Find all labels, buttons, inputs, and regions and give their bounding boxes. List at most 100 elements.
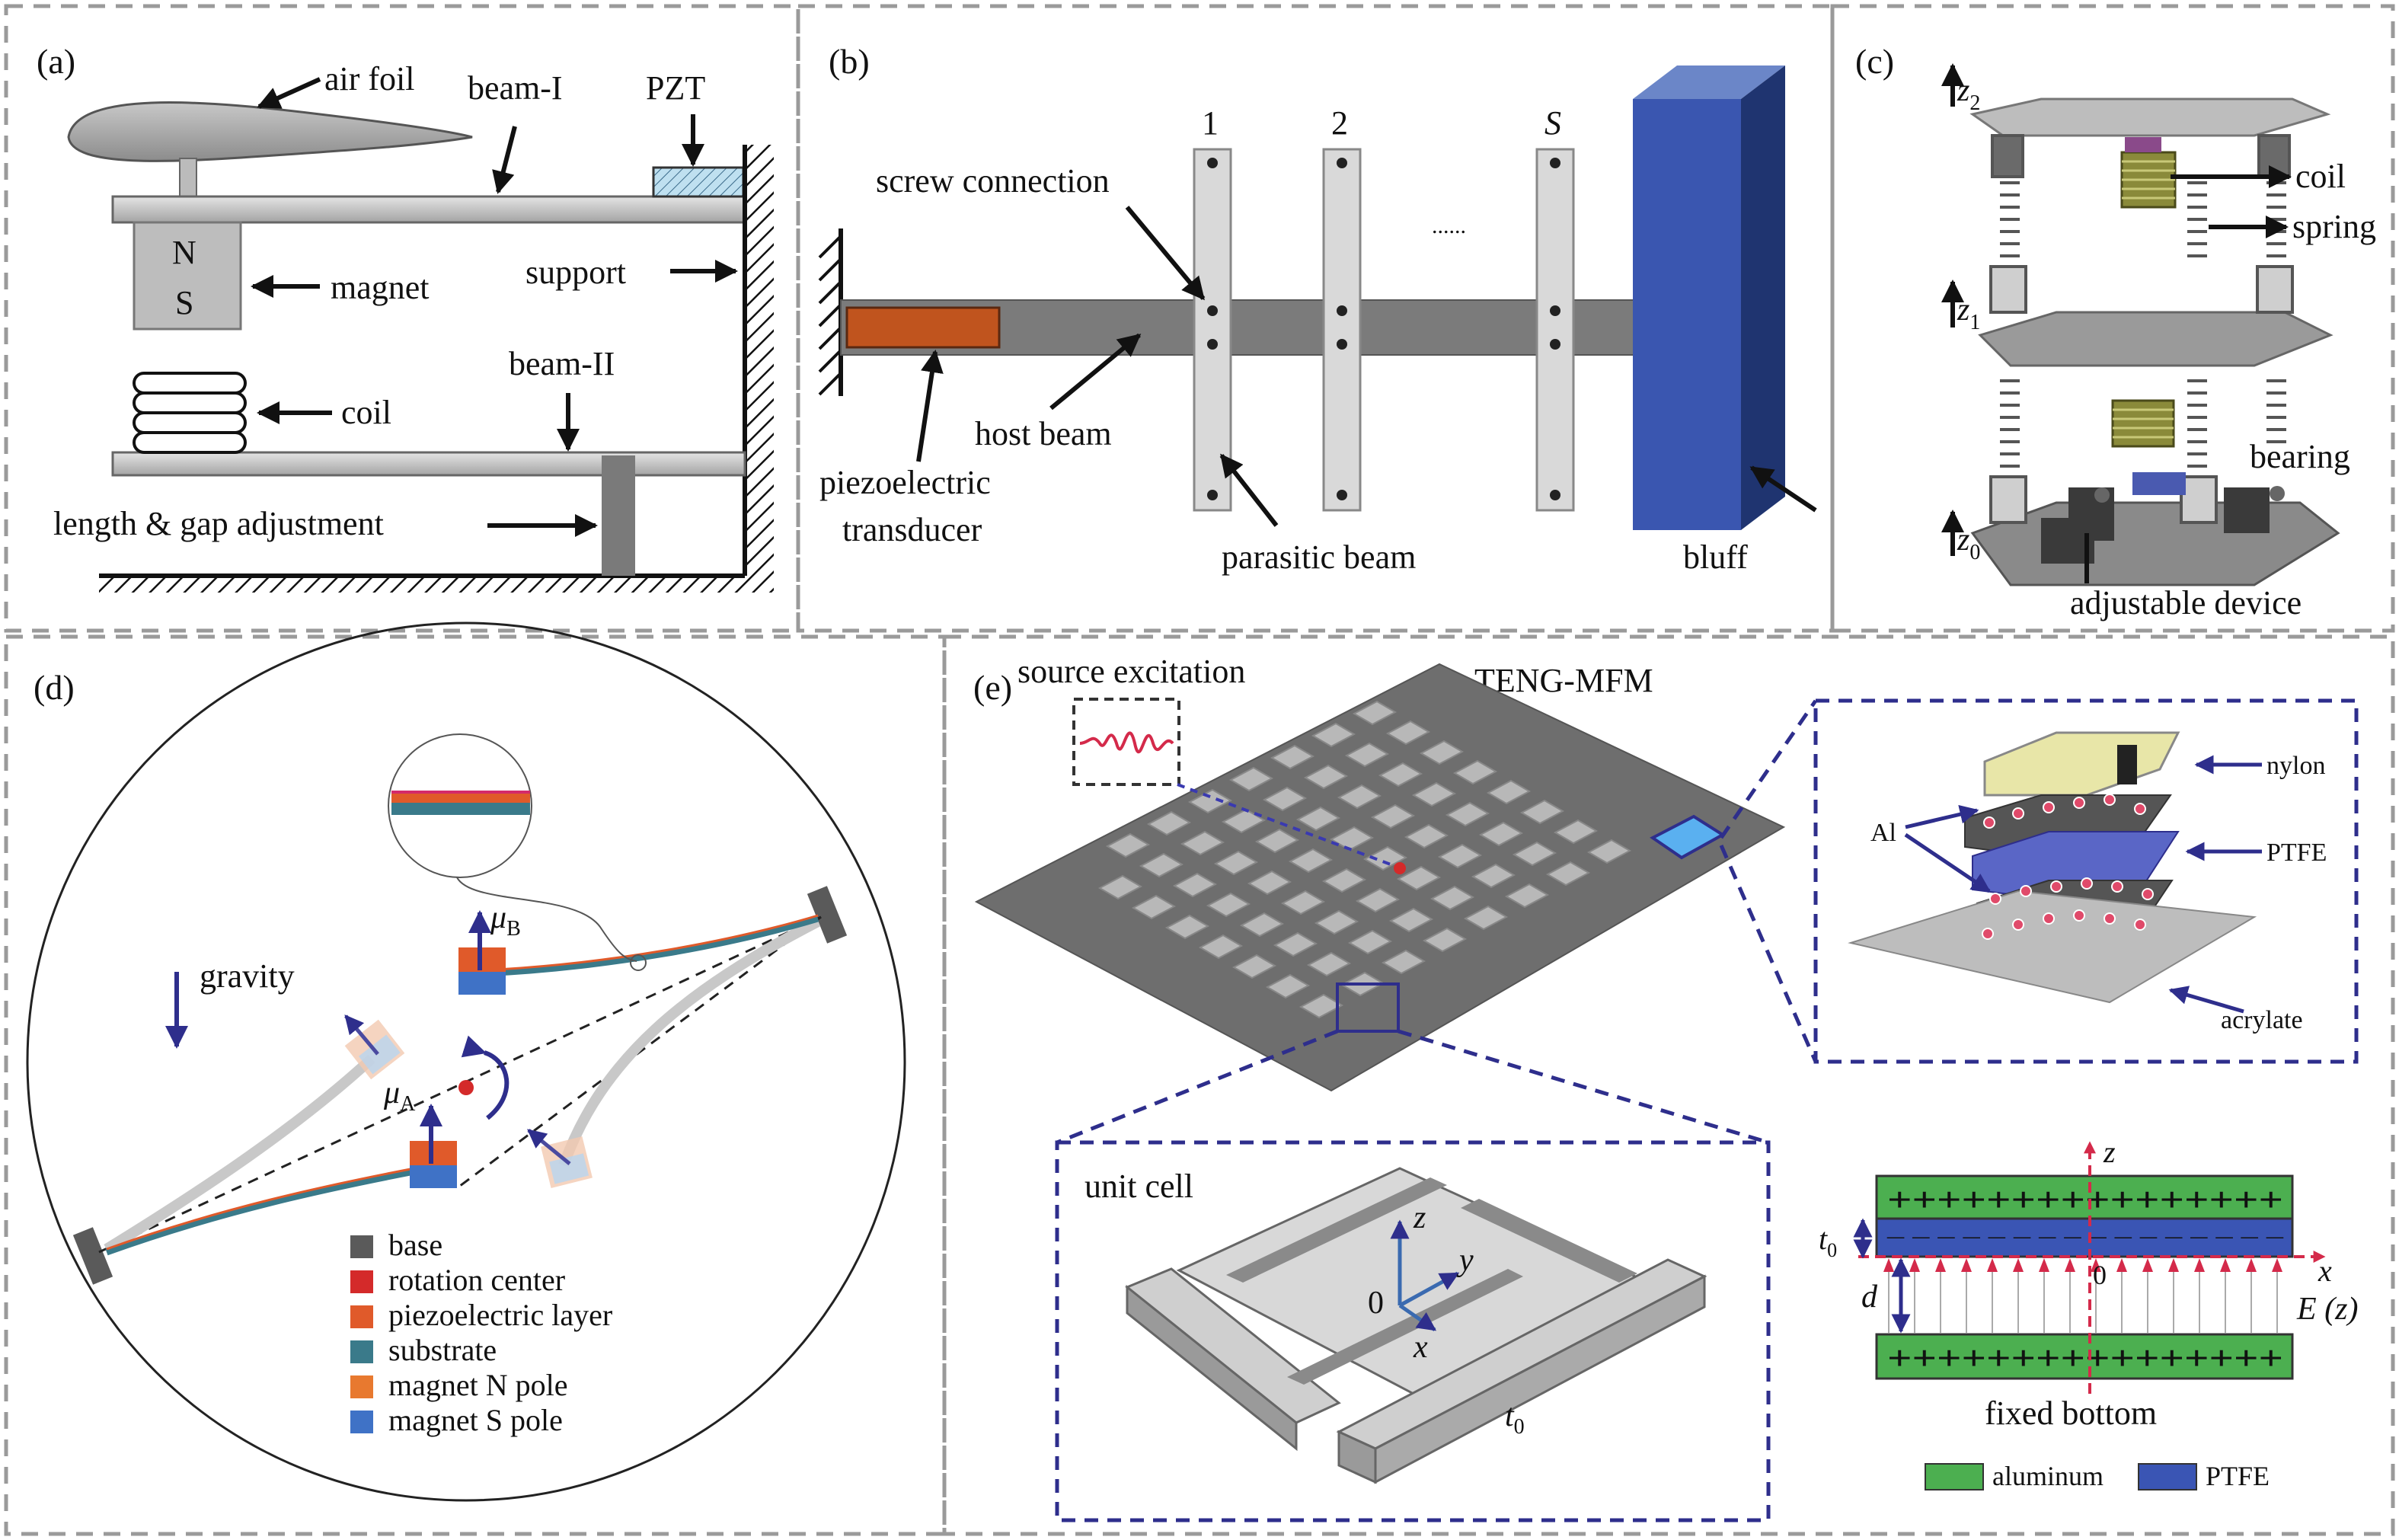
axis-z-label: z: [1413, 1200, 1426, 1235]
acrylate-label: acrylate: [2221, 1006, 2303, 1034]
pin-dot: [2142, 888, 2154, 900]
pin-dot: [2043, 912, 2055, 925]
minus-row: – – – – – – – – – – – – – – – –: [1886, 1223, 2285, 1248]
legend-label-1: rotation center: [388, 1263, 565, 1297]
legend-label-4: magnet N pole: [388, 1368, 568, 1402]
field-arrowhead: [2142, 1258, 2153, 1272]
pin-dot: [2134, 919, 2146, 931]
plate-cell: [1586, 839, 1632, 864]
field-arrowhead: [2039, 1258, 2049, 1272]
beam-b: [482, 915, 819, 977]
excitation-line: [1177, 783, 1398, 868]
legend-swatch-0: [350, 1235, 373, 1258]
magnifier-circle: [388, 733, 532, 878]
adjustment-label: length & gap adjustment: [53, 505, 384, 542]
plate-cell: [1097, 874, 1143, 900]
parasitic-beam-1: [1193, 148, 1232, 512]
plate-cell: [1512, 841, 1557, 867]
support-wall: [745, 145, 774, 589]
aluminum-top-layer: [1875, 1174, 2294, 1220]
ptfe-layer: [1875, 1217, 2294, 1258]
beam-index-s: S: [1544, 104, 1561, 142]
field-arrowhead: [1935, 1258, 1946, 1272]
unit-cell-axes: [1390, 1219, 1460, 1332]
plate-cell: [1452, 759, 1498, 785]
plate-cell: [1362, 845, 1408, 871]
plate-cell: [1396, 865, 1442, 891]
field-arrowhead: [2194, 1258, 2205, 1272]
rotation-center: [458, 1080, 474, 1095]
diagonal-line: [98, 915, 822, 1254]
beam-a: [105, 1168, 415, 1256]
plate-cell: [1299, 993, 1344, 1019]
coil-stacks: [2111, 137, 2186, 495]
panel-e: (e) source excitation TENG-MFM nylon Al …: [973, 653, 2359, 1522]
pin-dot: [2020, 885, 2032, 897]
plus-row-top: ++++++++++++++++: [1887, 1181, 2283, 1219]
plate-cell: [1422, 927, 1468, 953]
plate-cell: [1180, 830, 1225, 856]
mu-b-label: μB: [490, 900, 521, 941]
plate-cell: [1504, 883, 1550, 909]
host-beam-label: host beam: [975, 415, 1112, 452]
pzt-label: PZT: [646, 69, 705, 107]
pin-dot: [2111, 880, 2123, 893]
cs-e-label: E (z): [2296, 1292, 2358, 1327]
plate-cell: [1295, 806, 1341, 832]
plate-middle: [1978, 311, 2334, 367]
panel-b: (b) 1 2 S ......: [818, 42, 1817, 576]
panel-d: (d): [26, 621, 906, 1502]
pin-dot: [1983, 816, 1995, 829]
plate-cell: [1545, 861, 1591, 887]
field-arrowhead: [1883, 1258, 1894, 1272]
plate-cell: [1388, 907, 1434, 933]
legend-ptfe-label: PTFE: [2206, 1461, 2270, 1491]
field-arrowhead: [2220, 1258, 2231, 1272]
legend-swatch-4: [350, 1375, 373, 1398]
cs-x-label: x: [2318, 1254, 2332, 1288]
plus-row-bottom: ++++++++++++++++: [1887, 1340, 2283, 1377]
plate-cell: [1411, 781, 1457, 807]
magnet-b-s: [458, 972, 506, 995]
nylon-label: nylon: [2266, 752, 2325, 780]
air-foil-label: air foil: [324, 60, 415, 97]
ptfe-label: PTFE: [2266, 839, 2327, 867]
legend-ptfe-swatch: [2138, 1463, 2197, 1490]
field-arrowhead: [1961, 1258, 1972, 1272]
plate-cell: [1311, 722, 1356, 748]
coil-shape: [133, 372, 247, 454]
plate-cell: [1553, 819, 1599, 845]
base-left: [72, 1227, 113, 1285]
field-arrows: [1883, 1258, 2282, 1333]
plate-cell: [1139, 852, 1184, 878]
plate-cell: [1198, 934, 1244, 960]
plate-cell: [1131, 894, 1177, 920]
beam-index-1: 1: [1202, 104, 1219, 142]
field-arrowhead: [2168, 1258, 2179, 1272]
plate-cell: [1254, 828, 1300, 854]
legend-label-3: substrate: [388, 1333, 497, 1367]
t0-label: t0: [1505, 1398, 1525, 1439]
cross-section: ++++++++++++++++ – – – – – – – – – – – –…: [1853, 1141, 2326, 1394]
plate-top: [1969, 97, 2331, 137]
coil-label: coil: [341, 394, 391, 431]
pin-dot: [1989, 893, 2001, 905]
pin-dot: [2081, 877, 2093, 890]
plate-cell: [1329, 826, 1375, 851]
source-wave: [1079, 731, 1174, 754]
legend-aluminum-label: aluminum: [1992, 1461, 2104, 1491]
plate-cell: [1429, 885, 1475, 911]
axis-x-label: x: [1413, 1330, 1428, 1365]
z0-label: z0: [1957, 522, 1980, 564]
ground: [99, 576, 774, 593]
source-box: [1072, 698, 1180, 786]
ghost-beam-right: [558, 916, 821, 1168]
legend-swatch-3: [350, 1340, 373, 1363]
panel-e-label: (e): [973, 668, 1012, 707]
magnet-a-s: [410, 1165, 457, 1188]
field-arrowhead: [1987, 1258, 1998, 1272]
field-arrowhead: [2065, 1258, 2075, 1272]
plate-cell: [1228, 766, 1274, 792]
pin-dots: [1982, 794, 2154, 940]
